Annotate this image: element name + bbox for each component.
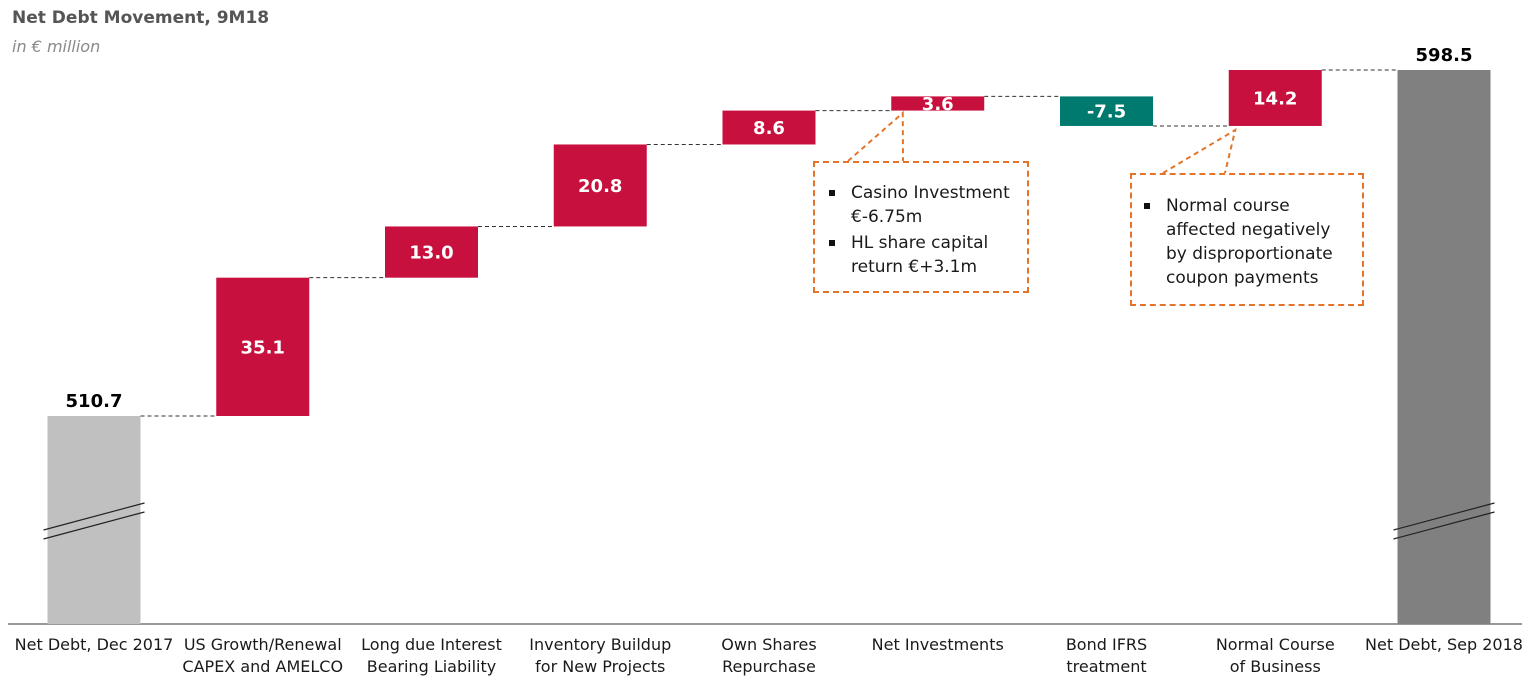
chart-title: Net Debt Movement, 9M18 bbox=[12, 8, 270, 28]
category-label: Bond IFRS bbox=[1066, 635, 1147, 654]
axis-break-mark bbox=[43, 502, 145, 531]
bar bbox=[722, 110, 816, 145]
callout-bullet: Casino Investment €-6.75m bbox=[829, 181, 1015, 229]
bar bbox=[47, 416, 141, 624]
axis-break-mark bbox=[43, 511, 145, 540]
category-label: Own Shares bbox=[721, 635, 816, 654]
callout-normal-course: Normal course affected negatively by dis… bbox=[1130, 173, 1364, 306]
data-label: -7.5 bbox=[1087, 102, 1126, 123]
category-label: US Growth/Renewal bbox=[184, 635, 342, 654]
bar bbox=[553, 144, 647, 227]
axis-break-mark bbox=[1393, 511, 1495, 540]
data-label: 14.2 bbox=[1253, 88, 1297, 109]
category-label: Net Investments bbox=[872, 635, 1004, 654]
data-label: 598.5 bbox=[1416, 45, 1473, 66]
category-label: Bearing Liability bbox=[367, 657, 496, 676]
callout-pointer bbox=[1162, 127, 1237, 174]
callout-bullet: HL share capital return €+3.1m bbox=[829, 231, 1015, 279]
bar bbox=[891, 96, 985, 111]
category-label: Net Debt, Dec 2017 bbox=[15, 635, 174, 654]
data-label: 20.8 bbox=[578, 176, 622, 197]
category-label: Long due Interest bbox=[361, 635, 502, 654]
axis-break-mark bbox=[1393, 502, 1495, 531]
category-label: Inventory Buildup bbox=[529, 635, 671, 654]
chart-subtitle: in € million bbox=[12, 37, 101, 56]
category-label: Repurchase bbox=[722, 657, 816, 676]
data-label: 510.7 bbox=[66, 391, 123, 412]
category-label: Net Debt, Sep 2018 bbox=[1365, 635, 1523, 654]
data-label: 8.6 bbox=[753, 118, 785, 139]
bar bbox=[385, 226, 478, 278]
bar bbox=[1397, 70, 1491, 624]
category-label: Normal Course bbox=[1216, 635, 1335, 654]
callout-net-investments: Casino Investment €-6.75m HL share capit… bbox=[813, 161, 1029, 293]
category-label: treatment bbox=[1066, 657, 1146, 676]
data-label: 13.0 bbox=[409, 243, 453, 264]
callout-bullet: Normal course affected negatively by dis… bbox=[1144, 194, 1350, 290]
callout-pointer bbox=[847, 110, 904, 162]
data-label: 35.1 bbox=[241, 337, 285, 358]
category-label: CAPEX and AMELCO bbox=[182, 657, 343, 676]
data-label: 3.6 bbox=[922, 94, 954, 115]
bar bbox=[1228, 70, 1322, 126]
category-label: of Business bbox=[1230, 657, 1321, 676]
bar bbox=[1060, 96, 1153, 126]
bar bbox=[216, 277, 310, 416]
category-label: for New Projects bbox=[535, 657, 665, 676]
